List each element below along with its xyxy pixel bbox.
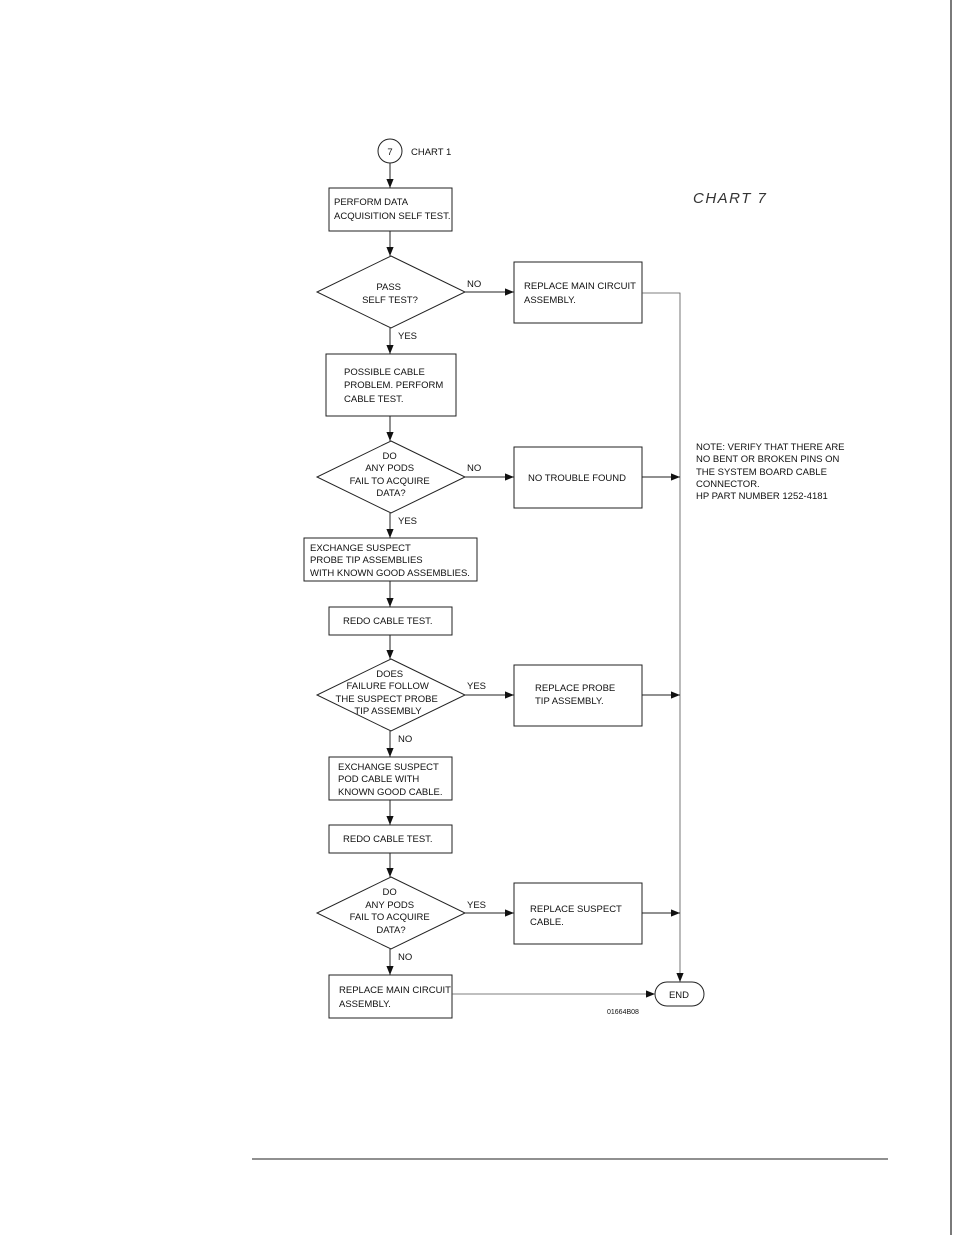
exchange-pod-cable-text: EXCHANGE SUSPECT POD CABLE WITH KNOWN GO… bbox=[338, 762, 443, 798]
start-number: 7 bbox=[387, 147, 392, 158]
label-yes: YES bbox=[467, 900, 486, 911]
note-text: NOTE: VERIFY THAT THERE ARE NO BENT OR B… bbox=[696, 442, 847, 502]
perform-self-test-box bbox=[328, 187, 453, 232]
label-no: NO bbox=[398, 734, 412, 745]
replace-main-circuit-box-1 bbox=[513, 261, 643, 324]
exchange-probe-text: EXCHANGE SUSPECT PROBE TIP ASSEMBLIES WI… bbox=[310, 543, 470, 579]
replace-probe-tip-text: REPLACE PROBE TIP ASSEMBLY. bbox=[535, 683, 618, 707]
return-bus-line bbox=[642, 292, 684, 982]
start-label: CHART 1 bbox=[411, 147, 451, 158]
label-yes: YES bbox=[398, 331, 417, 342]
label-yes: YES bbox=[398, 516, 417, 527]
perform-self-test-text: PERFORM DATA ACQUISITION SELF TEST. bbox=[334, 197, 451, 222]
cable-problem-box bbox=[325, 353, 457, 417]
pass-self-test-decision bbox=[315, 255, 467, 329]
redo-cable-test-box-2 bbox=[328, 824, 453, 854]
redo-cable-test-text-1: REDO CABLE TEST. bbox=[343, 616, 433, 627]
redo-cable-test-box-1 bbox=[328, 606, 453, 636]
replace-main-circuit-box-2 bbox=[328, 974, 453, 1019]
figure-id: 01664B08 bbox=[607, 1009, 639, 1016]
failure-follow-decision bbox=[315, 658, 467, 732]
label-no: NO bbox=[467, 279, 481, 290]
pods-fail-text-1: DO ANY PODS FAIL TO ACQUIRE DATA? bbox=[350, 451, 433, 499]
pods-fail-decision-1 bbox=[315, 440, 467, 514]
label-no: NO bbox=[398, 952, 412, 963]
end-text: END bbox=[669, 990, 689, 1001]
replace-suspect-cable-text: REPLACE SUSPECT CABLE. bbox=[530, 904, 624, 928]
cable-problem-text: POSSIBLE CABLE PROBLEM. PERFORM CABLE TE… bbox=[344, 367, 446, 405]
pods-fail-decision-2 bbox=[315, 876, 467, 950]
replace-main-circuit-text-1: REPLACE MAIN CIRCUIT ASSEMBLY. bbox=[524, 281, 638, 306]
pass-self-test-text: PASS SELF TEST? bbox=[362, 282, 418, 306]
label-no: NO bbox=[467, 463, 481, 474]
failure-follow-text: DOES FAILURE FOLLOW THE SUSPECT PROBE TI… bbox=[336, 669, 441, 717]
redo-cable-test-text-2: REDO CABLE TEST. bbox=[343, 834, 433, 845]
chart-title: CHART 7 bbox=[693, 190, 767, 207]
label-yes: YES bbox=[467, 681, 486, 692]
no-trouble-found-text: NO TROUBLE FOUND bbox=[528, 473, 626, 484]
pods-fail-text-2: DO ANY PODS FAIL TO ACQUIRE DATA? bbox=[350, 887, 433, 936]
replace-main-circuit-text-2: REPLACE MAIN CIRCUIT ASSEMBLY. bbox=[339, 985, 453, 1010]
